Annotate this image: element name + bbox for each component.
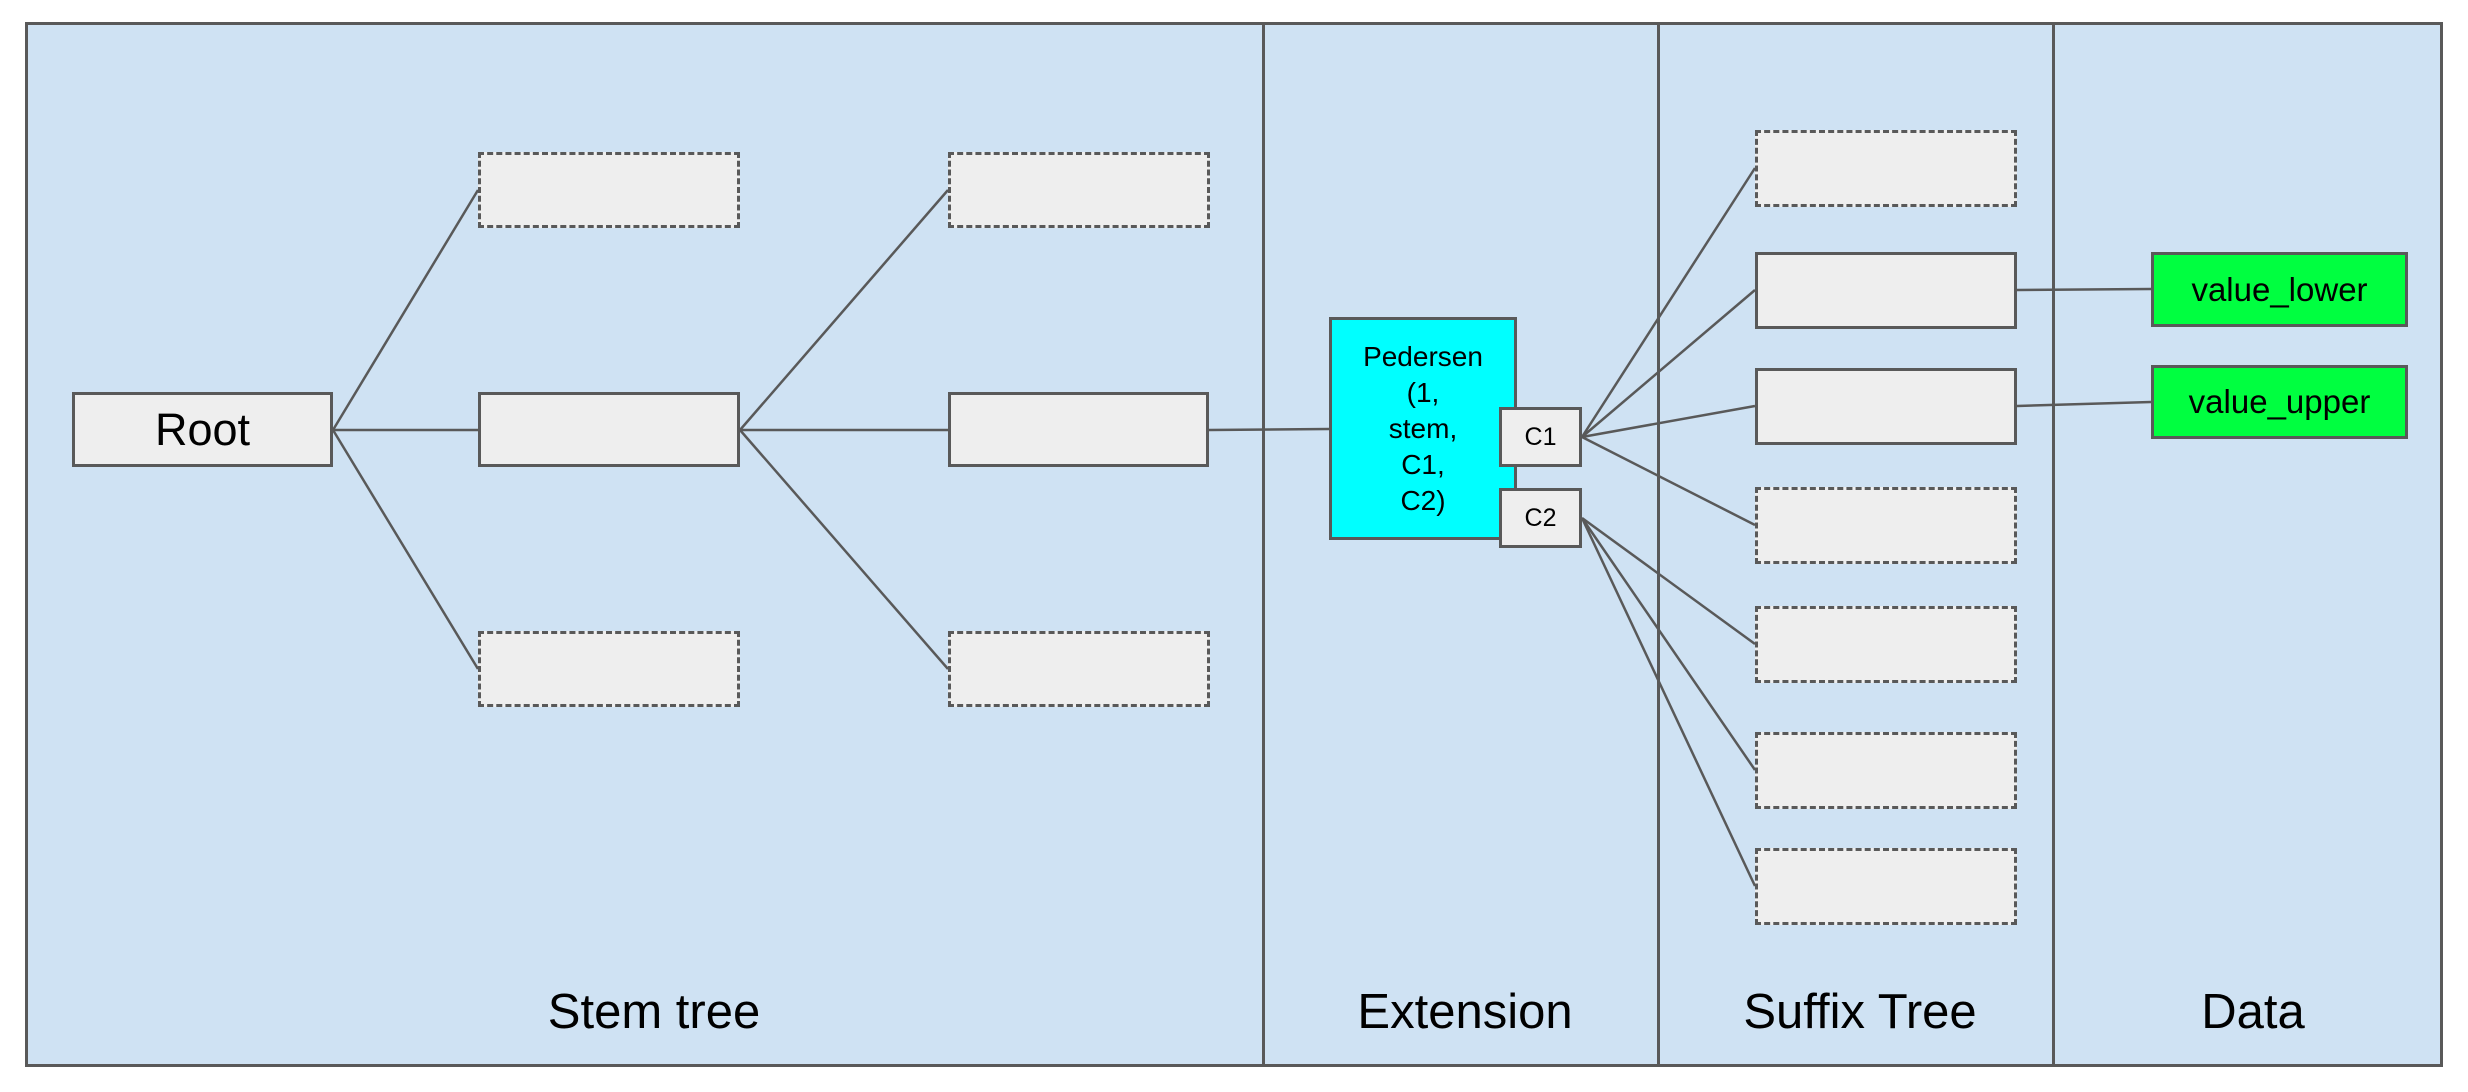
stem-node-l3-bottom bbox=[948, 631, 1210, 707]
c1-label: C1 bbox=[1524, 422, 1557, 451]
section-label-suffix-tree: Suffix Tree bbox=[1743, 985, 1977, 1039]
edge-c1-suffix-3 bbox=[1581, 404, 1756, 439]
suffix-node-5 bbox=[1755, 606, 2017, 683]
root-label: Root bbox=[154, 403, 251, 455]
suffix-node-3 bbox=[1755, 368, 2017, 445]
value-lower-node: value_lower bbox=[2151, 252, 2408, 327]
section-label-extension: Extension bbox=[1357, 985, 1573, 1039]
edge-c1-suffix-2 bbox=[1581, 289, 1756, 438]
edge-root-stem-l2-top bbox=[331, 189, 480, 431]
edge-suffix-2-value-lower bbox=[2016, 287, 2152, 292]
edge-suffix-3-value-upper bbox=[2016, 400, 2152, 408]
value-lower-label: value_lower bbox=[2191, 270, 2368, 308]
pedersen-commitment-node: Pedersen (1, stem, C1, C2) bbox=[1329, 317, 1517, 540]
suffix-node-1 bbox=[1755, 130, 2017, 207]
value-upper-label: value_upper bbox=[2188, 383, 2371, 420]
stem-node-l3-mid bbox=[948, 392, 1209, 467]
suffix-node-2 bbox=[1755, 252, 2017, 329]
edge-stem-l3-mid-pedersen bbox=[1208, 427, 1330, 432]
c2-label: C2 bbox=[1524, 503, 1557, 532]
c1-node: C1 bbox=[1499, 407, 1582, 467]
edge-stem-l2-mid-stem-l3-bottom bbox=[739, 429, 949, 670]
suffix-node-6 bbox=[1755, 732, 2017, 809]
stem-node-l2-top bbox=[478, 152, 740, 228]
root-node: Root bbox=[72, 392, 333, 467]
stem-node-l2-mid bbox=[478, 392, 740, 467]
section-divider-suffix-data bbox=[2052, 22, 2055, 1067]
section-label-stem-tree: Stem tree bbox=[547, 985, 761, 1039]
edge-root-stem-l2-bottom bbox=[331, 429, 480, 670]
pedersen-label: Pedersen (1, stem, C1, C2) bbox=[1363, 340, 1483, 516]
suffix-node-7 bbox=[1755, 848, 2017, 925]
section-label-data: Data bbox=[2201, 985, 2305, 1039]
edge-stem-l2-mid-stem-l3-top bbox=[739, 189, 949, 431]
section-divider-extension-suffix bbox=[1657, 22, 1660, 1067]
edge-c2-suffix-5 bbox=[1581, 516, 1756, 646]
edge-c2-suffix-6 bbox=[1580, 517, 1757, 771]
value-upper-node: value_upper bbox=[2151, 365, 2408, 439]
suffix-node-4 bbox=[1755, 487, 2017, 564]
stem-node-l3-top bbox=[948, 152, 1210, 228]
section-divider-stem-extension bbox=[1262, 22, 1265, 1067]
edge-c1-suffix-1 bbox=[1580, 167, 1757, 438]
diagram-panel bbox=[25, 22, 2443, 1067]
c2-node: C2 bbox=[1499, 488, 1582, 548]
edge-c1-suffix-4 bbox=[1581, 435, 1756, 527]
stem-node-l2-bottom bbox=[478, 631, 740, 707]
edge-c2-suffix-7 bbox=[1580, 517, 1757, 887]
